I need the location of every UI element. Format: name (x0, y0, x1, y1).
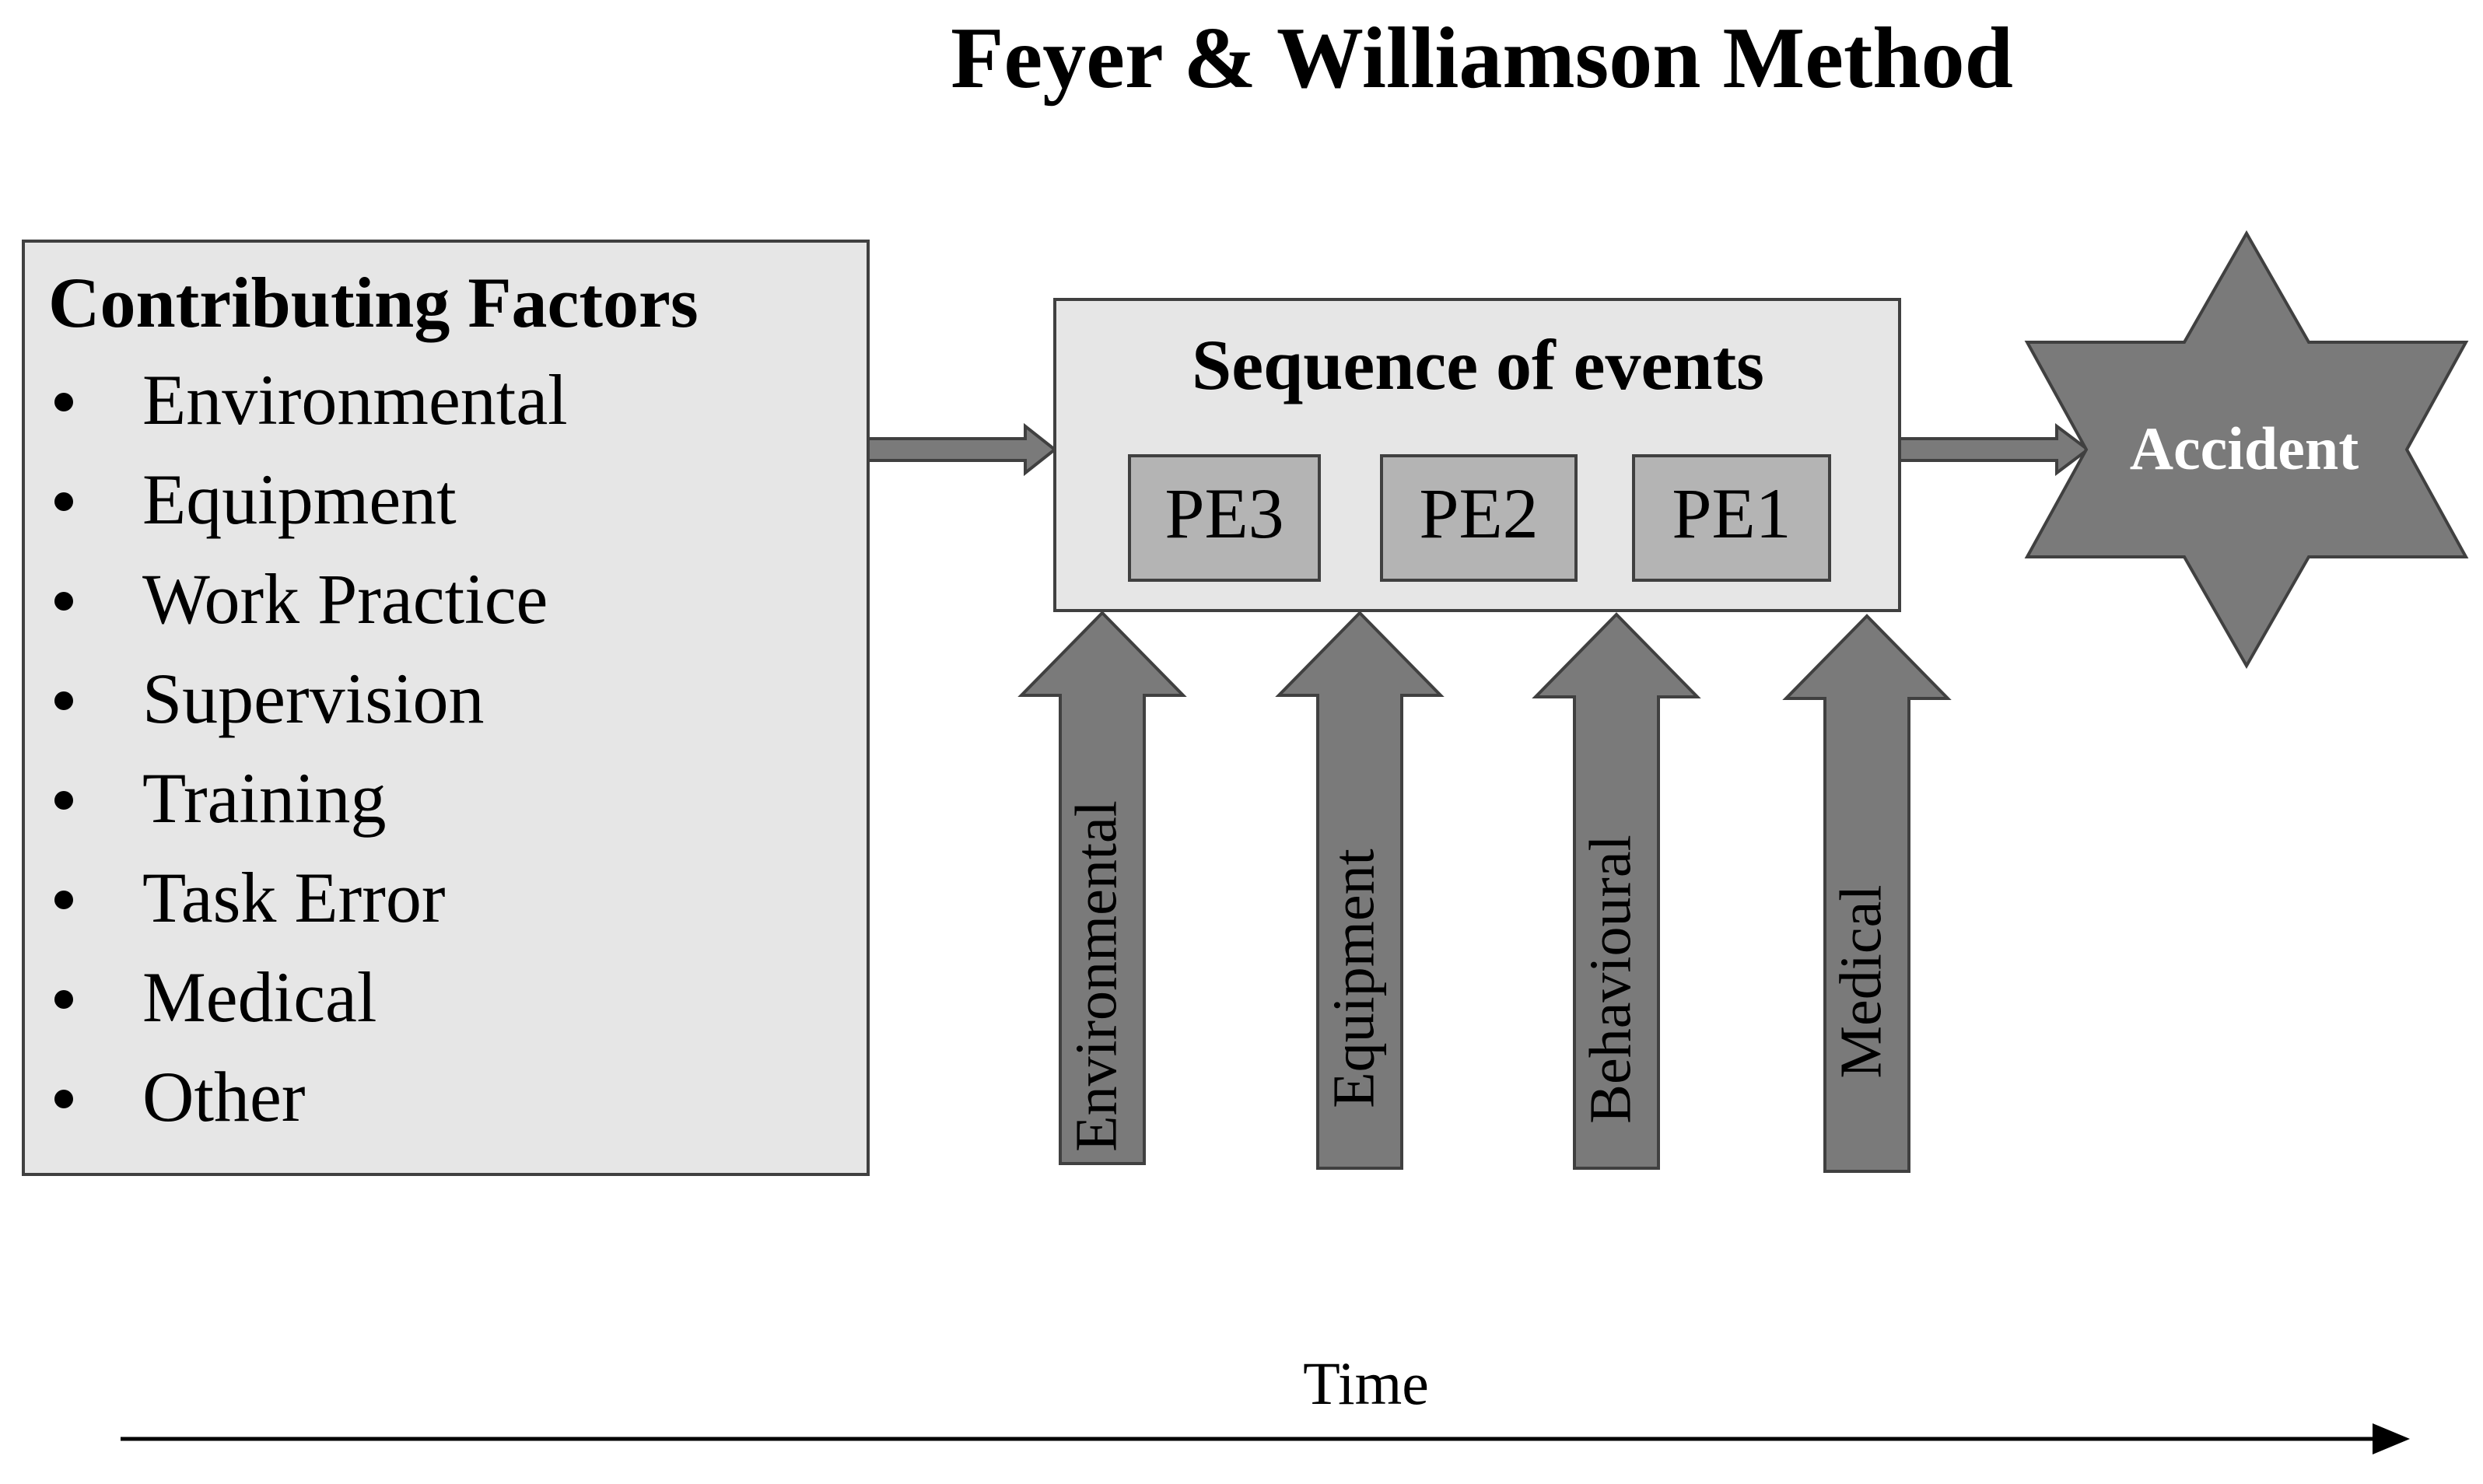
contributing-factors-box (22, 240, 870, 1176)
factor-item-equipment: Equipment (142, 460, 457, 539)
factor-bullet-icon (54, 990, 73, 1009)
diagram-title: Feyer & Williamson Method (951, 10, 2013, 107)
factor-bullet-icon (54, 592, 73, 611)
influence-arrows: Environmental Equipment Behavioural Medical (1017, 611, 1952, 1173)
contributing-factors-heading: Contributing Factors (48, 263, 699, 342)
event-box-pe3 (1128, 454, 1321, 582)
factor-bullet-icon (54, 791, 73, 810)
factor-item-other: Other (142, 1057, 305, 1136)
influence-arrow-environmental (1017, 611, 1187, 1165)
factors-to-sequence-arrow (867, 422, 1058, 477)
time-axis-arrowhead (2373, 1423, 2410, 1454)
event-boxes: PE3 PE2 PE1 (1128, 454, 1831, 582)
factor-item-supervision: Supervision (142, 659, 485, 738)
factor-bullet-icon (54, 691, 73, 710)
event-label-pe2: PE2 (1419, 474, 1538, 553)
factor-bullet-icon (54, 1090, 73, 1108)
event-box-pe1 (1632, 454, 1831, 582)
factor-bullet-icon (54, 891, 73, 909)
event-label-pe3: PE3 (1164, 474, 1284, 553)
influence-label-medical: Medical (1828, 884, 1893, 1078)
factor-item-work-practice: Work Practice (142, 559, 548, 639)
factor-item-environmental: Environmental (142, 360, 568, 439)
time-label: Time (1303, 1349, 1429, 1417)
factor-bullet-icon (54, 492, 73, 511)
influence-label-behavioural: Behavioural (1578, 835, 1643, 1123)
event-label-pe1: PE1 (1672, 474, 1791, 553)
accident-label: Accident (2130, 415, 2359, 482)
factor-item-task-error: Task Error (142, 858, 446, 937)
factor-item-training: Training (142, 758, 387, 838)
sequence-to-accident-arrow (1898, 423, 2091, 476)
influence-arrow-equipment (1275, 611, 1445, 1170)
sequence-of-events-heading: Sequence of events (1192, 325, 1764, 404)
influence-arrow-medical (1782, 614, 1952, 1173)
influence-label-environmental: Environmental (1063, 800, 1129, 1152)
accident-star-shape (2024, 229, 2469, 670)
influence-label-equipment: Equipment (1321, 849, 1386, 1108)
influence-arrow-behavioural (1532, 612, 1701, 1170)
factor-item-medical: Medical (142, 957, 376, 1037)
factor-bullet-icon (54, 393, 73, 411)
event-box-pe2 (1380, 454, 1578, 582)
